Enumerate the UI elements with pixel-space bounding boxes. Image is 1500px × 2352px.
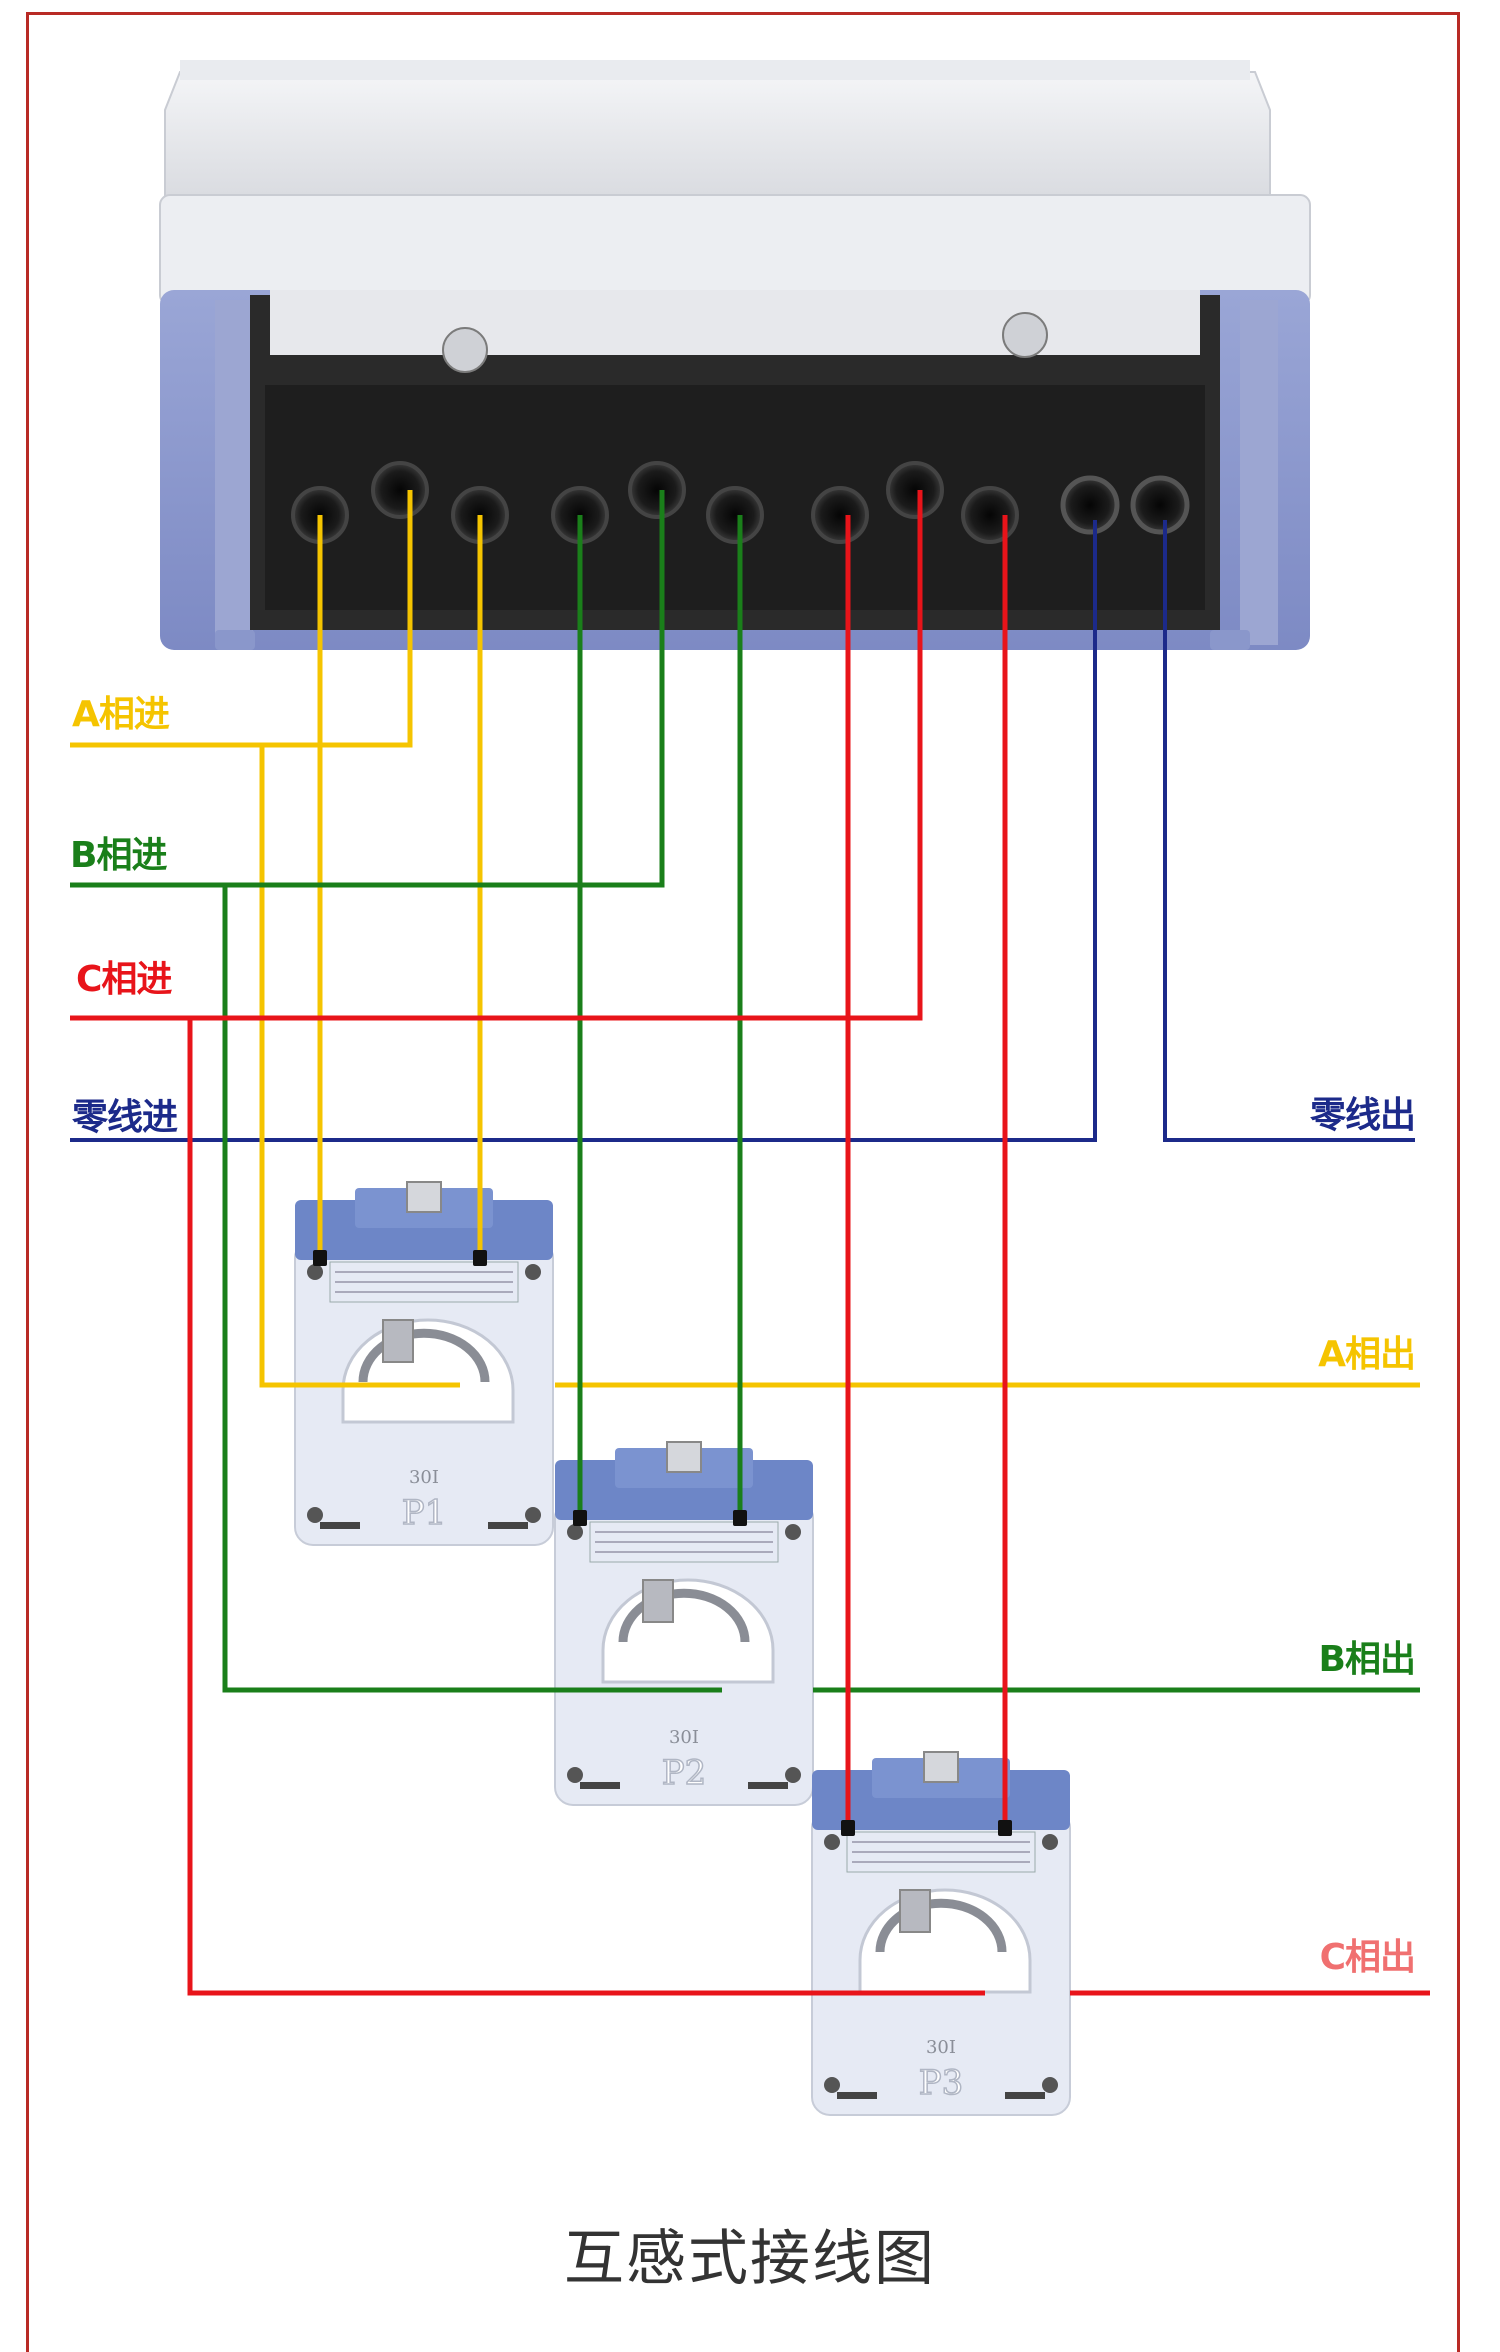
terminal-2 [371,461,429,519]
label-a-phase-out: A相出 [1318,1334,1416,1375]
terminal-5 [628,461,686,519]
label-neutral-in: 零线进 [72,1097,178,1138]
terminal-7 [811,486,869,544]
label-b-phase-out: B相出 [1318,1639,1416,1680]
ct3-plate: P3 [919,2063,964,2103]
outer-frame [26,12,1460,2352]
neutral-in-wire [70,520,1097,1142]
label-a-phase-in: A相进 [72,694,170,735]
phase-b-wires [70,490,1420,1693]
meter-terminals [291,461,1190,544]
label-b-phase-in: B相进 [70,835,167,876]
label-neutral-out: 零线出 [1309,1095,1416,1136]
phase-c-wires [70,490,1430,1996]
current-transformer-p3: 30I P3 [811,1751,1071,2116]
terminal-8 [886,461,944,519]
phase-b-line-loop [222,885,722,1693]
terminal-9 [961,486,1019,544]
ct-terminal-dots [313,1250,1012,1836]
phase-a-in-wire [70,490,413,748]
current-transformer-p2: 30I P2 [554,1441,814,1806]
terminal-11 [1130,475,1190,535]
phase-a-wires [70,490,1420,1388]
label-c-phase-in: C相进 [76,959,172,1000]
phase-c-in-wire [70,490,923,1021]
diagram-title: 互感式接线图 [564,2224,936,2294]
ct3-model: 30I [926,2037,956,2058]
current-transformer-p1: 30I P1 [294,1181,554,1546]
phase-b-in-wire [70,490,665,888]
ct1-plate: P1 [402,1493,447,1533]
phase-c-line-loop [187,1018,985,1996]
neutral-wires [70,520,1415,1142]
energy-meter [159,60,1311,650]
neutral-out-wire [1163,520,1415,1142]
label-c-phase-out: C相出 [1319,1937,1416,1978]
ct2-model: 30I [669,1727,699,1748]
terminal-10 [1060,475,1120,535]
terminal-6 [706,486,764,544]
ct2-plate: P2 [662,1753,707,1793]
ct1-model: 30I [409,1467,439,1488]
phase-a-line-loop [259,745,460,1388]
